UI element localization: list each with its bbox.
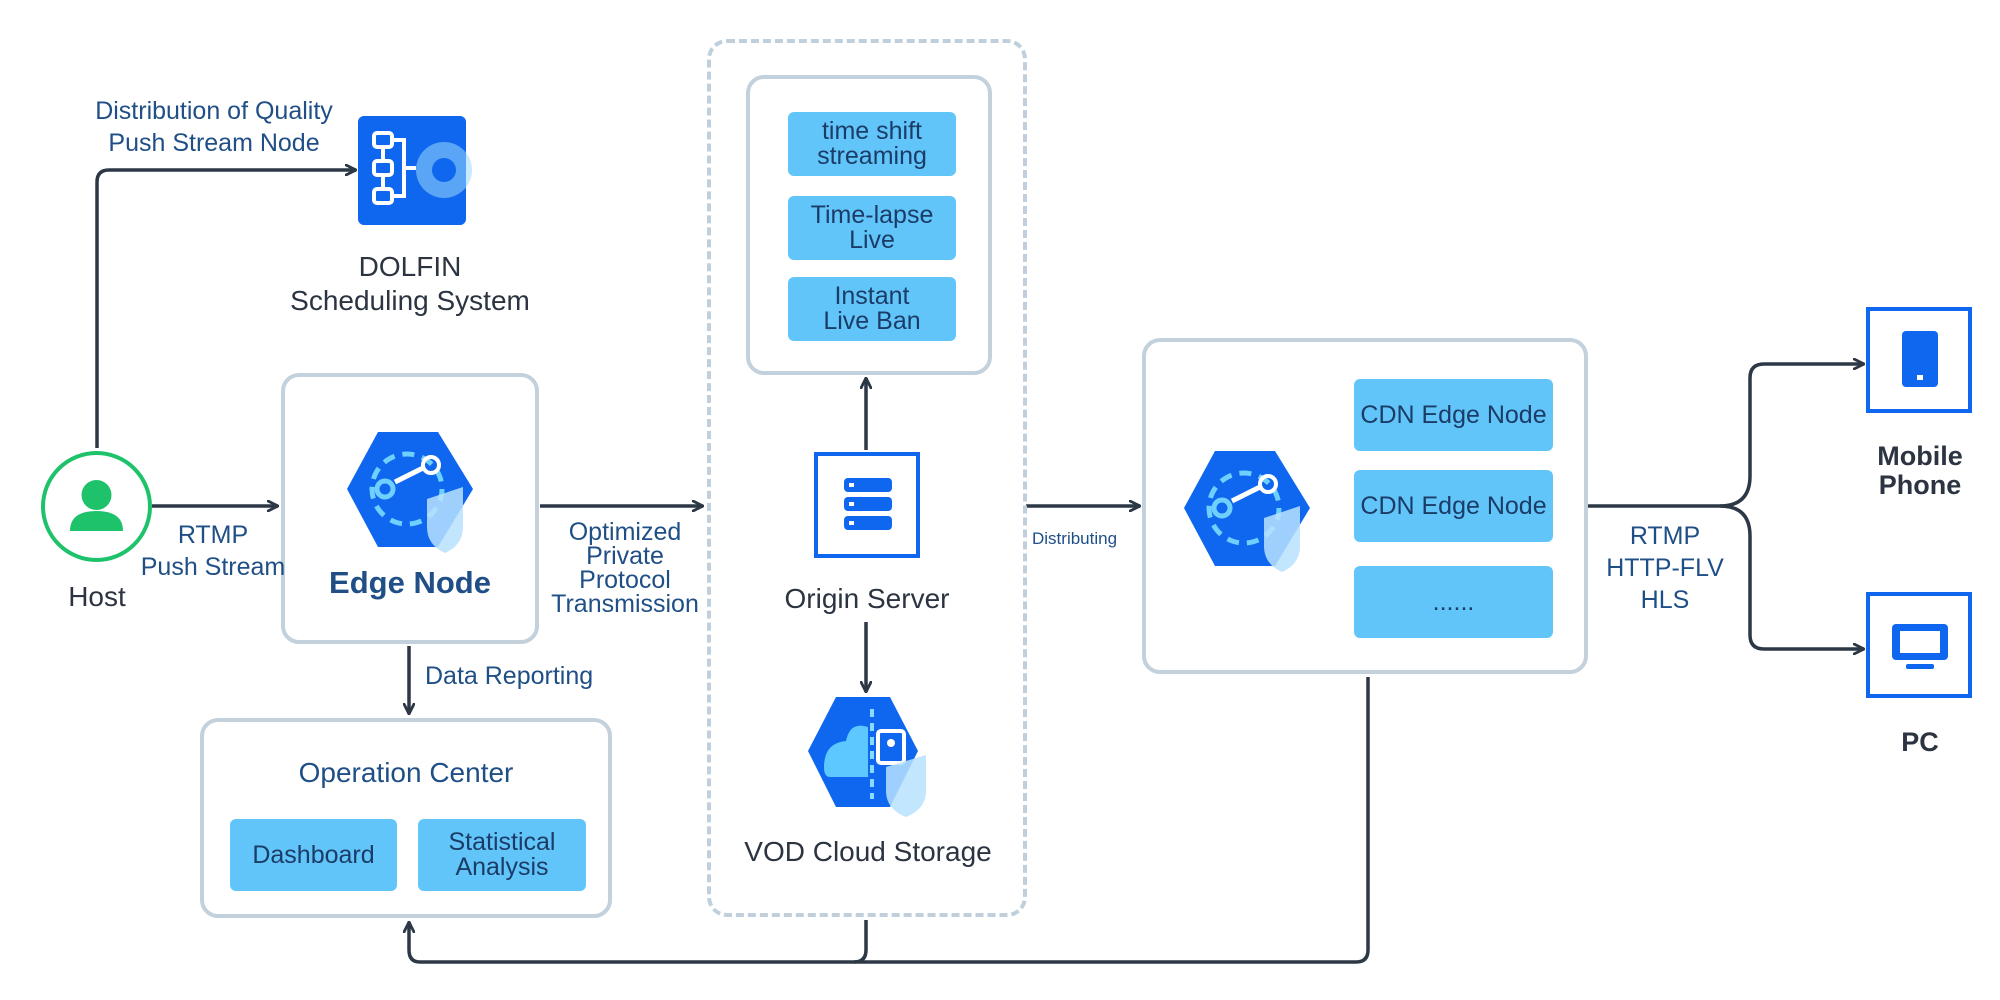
mobile-phone-icon [1866, 307, 1972, 413]
edge-label-rtmp-push: RTMP Push Stream [140, 521, 286, 581]
host-avatar [41, 451, 152, 562]
dolfin-title-line2: Scheduling System [290, 285, 530, 316]
operation-center-panel: Operation Center Dashboard Statistical A… [200, 718, 612, 918]
edge-label-protocols: RTMP HTTP-FLV HLS [1606, 522, 1724, 614]
mobile-phone-label: Mobile Phone [1877, 441, 1963, 500]
arrow-host-to-dolfin [95, 170, 356, 448]
cdn-panel: CDN Edge Node CDN Edge Node ...... [1142, 338, 1588, 674]
edge-label-data-reporting: Data Reporting [425, 662, 594, 690]
cdn-edge-icon [1184, 451, 1310, 572]
vod-cloud-icon [808, 697, 926, 817]
edge-label-distributing: Distributing [1032, 529, 1118, 548]
edge-node-title: Edge Node [329, 565, 491, 600]
arrow-to-pc [1719, 504, 1864, 649]
operation-center-title: Operation Center [298, 757, 514, 788]
edge-node-panel: Edge Node [281, 373, 539, 644]
edge-node-icon [347, 432, 473, 553]
statistical-analysis-chip[interactable]: Statistical Analysis [418, 819, 586, 891]
user-icon [70, 480, 123, 531]
instant-live-ban-chip[interactable]: Instant Live Ban [788, 277, 956, 341]
pc-label: PC [1901, 727, 1939, 757]
dolfin-title: DOLFIN Scheduling System [270, 250, 550, 318]
arrow-to-mobile [1719, 364, 1864, 508]
line-cdn-feedback [409, 677, 1370, 964]
origin-server-title: Origin Server [784, 583, 950, 614]
edge-label-optimized: Optimized Private Protocol Transmission [551, 518, 699, 618]
cdn-more-chip[interactable]: ...... [1354, 566, 1553, 638]
time-shift-chip[interactable]: time shift streaming [788, 112, 956, 176]
line-vod-feedback [853, 920, 868, 964]
dolfin-title-line1: DOLFIN [358, 251, 462, 282]
edge-label-quality: Distribution of Quality Push Stream Node [95, 97, 333, 157]
origin-region [707, 39, 1027, 917]
cdn-edge-node-chip[interactable]: CDN Edge Node [1354, 379, 1553, 451]
origin-server-icon [814, 452, 920, 558]
origin-features-panel: time shift streaming Time-lapse Live Ins… [746, 75, 992, 375]
dashboard-chip[interactable]: Dashboard [230, 819, 397, 891]
dolfin-icon [356, 115, 476, 227]
time-lapse-chip[interactable]: Time-lapse Live [788, 196, 956, 260]
host-label: Host [68, 581, 126, 612]
pc-icon [1866, 592, 1972, 698]
vod-title: VOD Cloud Storage [744, 836, 992, 867]
cdn-edge-node-chip[interactable]: CDN Edge Node [1354, 470, 1553, 542]
